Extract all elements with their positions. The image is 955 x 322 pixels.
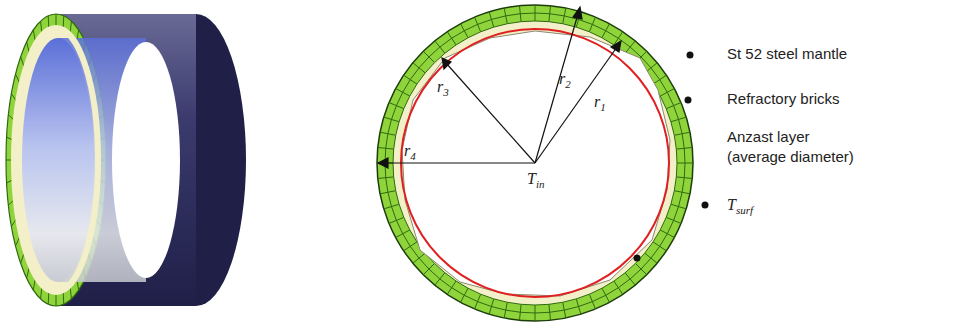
- brick-joint: [423, 263, 434, 274]
- brick-joint: [549, 6, 551, 22]
- brick-joint: [396, 230, 410, 238]
- part-label: Refractory bricks: [727, 91, 840, 108]
- brick-joint: [614, 281, 623, 294]
- brick-joint: [504, 302, 507, 318]
- brick-joint: [447, 281, 456, 294]
- brick-joint: [475, 294, 481, 309]
- radius-label: r2: [559, 70, 571, 90]
- brick-joint: [602, 24, 610, 38]
- brick-joint: [378, 148, 394, 150]
- brick-joint: [660, 89, 674, 97]
- brick-joint: [635, 263, 646, 274]
- brick-joint: [384, 117, 399, 122]
- brick-joint: [549, 304, 551, 320]
- part-label: (average diameter): [727, 149, 854, 166]
- part-label: St 52 steel mantle: [727, 46, 847, 63]
- brick-joint: [435, 273, 445, 285]
- brick-joint: [666, 217, 681, 223]
- brick-joint: [674, 132, 690, 135]
- brick-joint: [660, 230, 674, 238]
- brick-joint: [423, 51, 434, 62]
- temperature-label: Tsurf: [727, 196, 753, 216]
- brick-joint: [520, 6, 522, 22]
- brick-joint: [625, 273, 635, 285]
- brick-joint: [645, 253, 657, 263]
- brick-joint: [389, 217, 404, 223]
- brick-joint: [535, 5, 536, 21]
- brick-joint: [602, 288, 610, 302]
- brick-joint: [625, 41, 635, 53]
- brick-joint: [671, 117, 686, 122]
- brick-joint: [461, 24, 469, 38]
- brick-joint: [589, 294, 595, 309]
- brick-joint: [380, 132, 396, 135]
- brick-joint: [413, 63, 425, 73]
- brick-joint: [563, 302, 566, 318]
- brick-joint: [563, 8, 566, 24]
- brick-joint: [384, 204, 399, 209]
- part-label: Anzast layer: [727, 129, 810, 146]
- brick-joint: [674, 191, 690, 194]
- brick-joint: [447, 32, 456, 45]
- temperature-label: Tin: [527, 170, 544, 190]
- brick-joint: [489, 12, 494, 27]
- brick-joint: [576, 299, 581, 314]
- brick-joint: [380, 191, 396, 194]
- brick-joint: [504, 8, 507, 24]
- brick-joint: [404, 242, 417, 251]
- brick-joint: [461, 288, 469, 302]
- brick-joint: [677, 163, 693, 164]
- brick-joint: [489, 299, 494, 314]
- brick-joint: [671, 204, 686, 209]
- radius-label: r4: [404, 142, 416, 162]
- brick-joint: [520, 304, 522, 320]
- brick-joint: [653, 242, 666, 251]
- radius-label: r1: [594, 93, 606, 113]
- brick-joint: [653, 75, 666, 84]
- brick-joint: [435, 41, 445, 53]
- brick-joint: [475, 17, 481, 32]
- brick-joint: [389, 103, 404, 109]
- brick-joint: [404, 75, 417, 84]
- brick-joint: [535, 305, 536, 321]
- brick-joint: [378, 177, 394, 179]
- brick-joint: [676, 148, 692, 150]
- radius-label: r3: [437, 78, 449, 98]
- brick-joint: [589, 17, 595, 32]
- brick-joint: [676, 177, 692, 179]
- brick-joint: [413, 253, 425, 263]
- brick-joint: [666, 103, 681, 109]
- brick-joint: [396, 89, 410, 97]
